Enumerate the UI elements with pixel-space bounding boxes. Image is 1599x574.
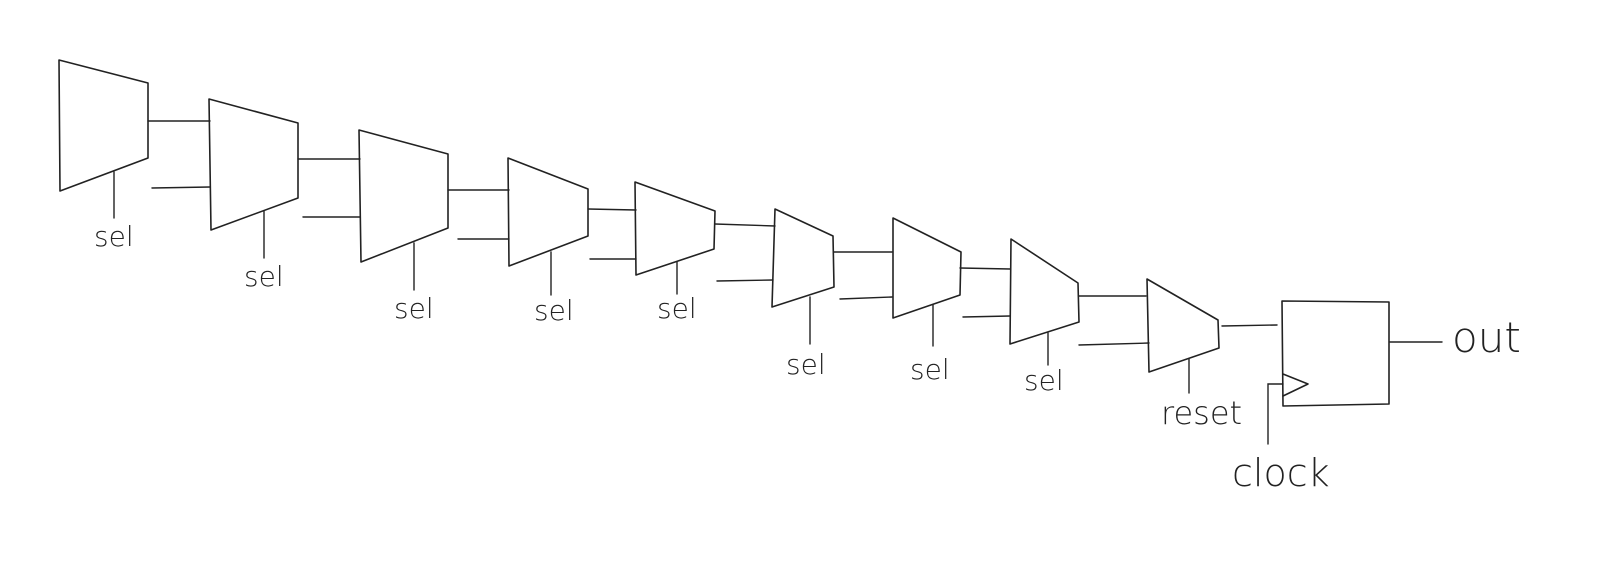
- mux-6: sel: [771, 208, 835, 381]
- mux-5-body: [634, 181, 716, 276]
- mux-1: sel: [58, 59, 149, 253]
- mux-1-select-label: sel: [94, 220, 134, 253]
- mux-2: sel: [208, 98, 299, 293]
- mux-9-body: [1146, 278, 1220, 373]
- wire-mux7-input-b: [839, 296, 893, 300]
- wire-mux9-to-register: [1221, 324, 1278, 327]
- mux-4-select-label: sel: [534, 294, 574, 327]
- mux-6-select-label: sel: [786, 348, 826, 381]
- mux-2-select-label: sel: [244, 260, 284, 293]
- mux-1-body: [58, 59, 149, 192]
- mux-3: sel: [358, 129, 449, 325]
- mux-6-body: [771, 208, 835, 308]
- wire-mux4-to-mux5: [587, 208, 637, 211]
- mux-9-reset: reset: [1146, 278, 1242, 432]
- register-body: [1281, 300, 1390, 407]
- mux-2-body: [208, 98, 299, 231]
- mux-3-body: [358, 129, 449, 263]
- register: clock out: [1232, 300, 1521, 495]
- mux-3-select-label: sel: [394, 292, 434, 325]
- wire-mux8-input-b: [962, 315, 1011, 318]
- wire-mux9-input-b: [1078, 342, 1150, 346]
- mux-4: sel: [507, 157, 589, 327]
- mux-8-select-label: sel: [1024, 364, 1064, 397]
- mux-5-select-label: sel: [657, 292, 697, 325]
- clock-wire: [1267, 383, 1284, 445]
- mux-7-select-label: sel: [910, 353, 950, 386]
- wire-mux2-input-b: [151, 186, 211, 189]
- clock-label: clock: [1232, 451, 1330, 495]
- wire-mux7-to-mux8: [959, 267, 1011, 270]
- mux-5: sel: [634, 181, 716, 325]
- clock-triangle-icon: [1282, 373, 1309, 397]
- reset-label: reset: [1161, 394, 1242, 432]
- wire-mux6-input-b: [716, 279, 774, 282]
- mux-4-body: [507, 157, 589, 267]
- mux-8: sel: [1009, 238, 1080, 397]
- output-label: out: [1452, 313, 1521, 362]
- mux-7-body: [892, 217, 962, 319]
- wire-mux5-to-mux6: [714, 223, 776, 227]
- mux-8-body: [1009, 238, 1080, 345]
- mux-7: sel: [892, 217, 962, 386]
